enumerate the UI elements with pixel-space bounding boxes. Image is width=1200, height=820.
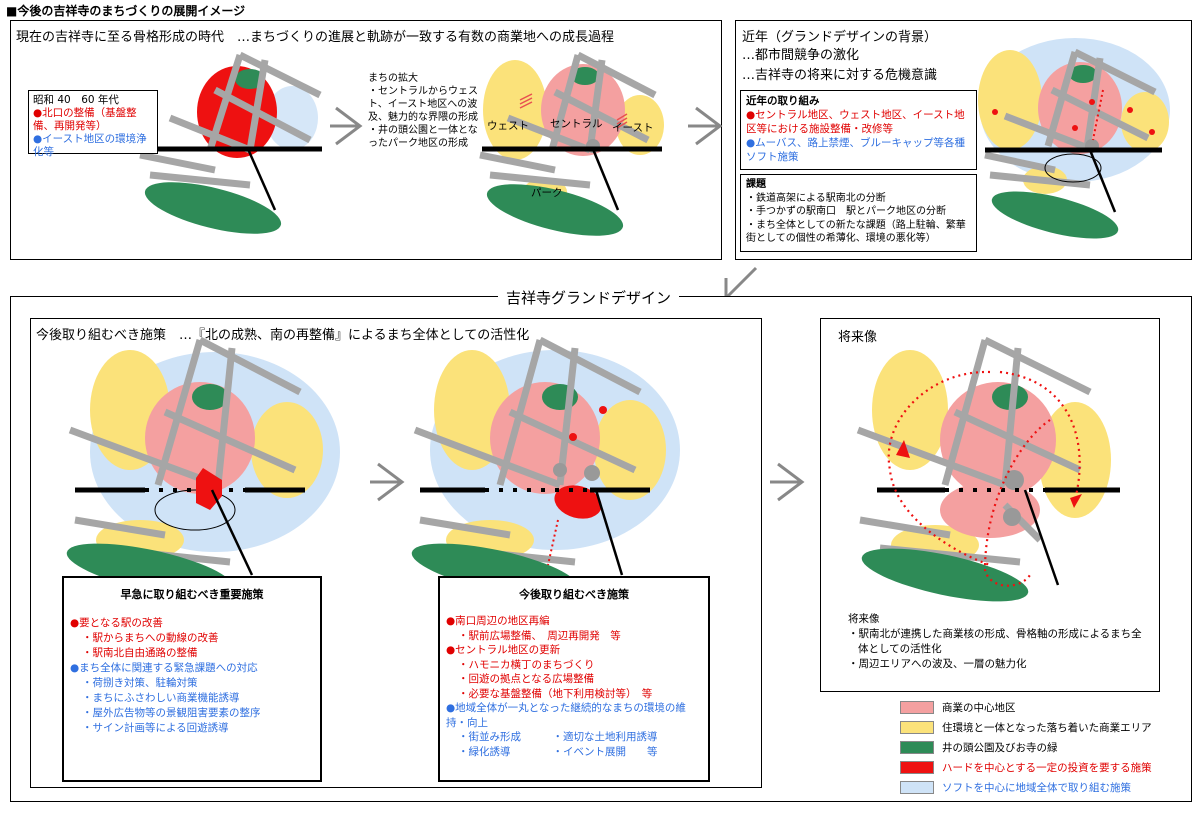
urgent-box: 早急に取り組むべき重要施策 ●要となる駅の改善・駅からまちへの動線の改善・駅南北… [62, 576, 322, 782]
urgent-list: ●要となる駅の改善・駅からまちへの動線の改善・駅南北自由通路の整備 ●まち全体に関… [64, 602, 320, 736]
future-measures-item: ・街並み形成 ・適切な土地利用誘導 [458, 731, 658, 743]
legend-label: 商業の中心地区 [942, 701, 1016, 714]
label-central: セントラル [550, 118, 603, 130]
label-east: イースト [612, 122, 654, 134]
future-measures-item: ・駅前広場整備、 周辺再開発 等 [458, 629, 621, 642]
urgent-item: ・荷捌き対策、駐輪対策 [82, 677, 198, 689]
recent-item-1: ●セントラル地区、ウェスト地区、イースト地区等における施設整備・改修等 [746, 109, 965, 135]
urgent-item: ●まち全体に関連する緊急課題への対応 [70, 662, 258, 674]
legend-label: ハードを中心とする一定の投資を要する施策 [942, 761, 1152, 774]
urgent-item: ・駅からまちへの動線の改善 [82, 632, 219, 644]
legend-label: 住環境と一体となった落ち着いた商業エリア [942, 721, 1152, 734]
measures-heading: 今後取り組むべき施策 …『北の成熟、南の再整備』によるまち全体としての活性化 [36, 328, 530, 343]
recent-lines: …都市間競争の激化 …吉祥寺の将来に対する危機意識 [742, 46, 937, 86]
label-west: ウェスト [487, 120, 529, 132]
urgent-title: 早急に取り組むべき重要施策 [120, 588, 264, 601]
future-measures-item: ・必要な基盤整備（地下利用検討等） 等 [458, 687, 653, 700]
legend-label: 井の頭公園及びお寺の緑 [942, 741, 1058, 754]
recent-box: 近年の取り組み ●セントラル地区、ウェスト地区、イースト地区等における施設整備・… [740, 90, 977, 170]
urgent-item: ・屋外広告物等の景観阻害要素の整序 [82, 707, 261, 719]
future-title: 将来像 [848, 613, 880, 625]
label-park: パーク [531, 187, 563, 199]
page-title: ■今後の吉祥寺のまちづくりの展開イメージ [6, 4, 246, 18]
urgent-item: ・サイン計画等による回遊誘導 [82, 722, 229, 734]
expansion-item-2: ・井の頭公園と一体となったパーク地区の形成 [368, 125, 478, 149]
urgent-item: ●要となる駅の改善 [70, 617, 163, 629]
future-text: 将来像 ・駅南北が連携した商業核の形成、骨格軸の形成によるまち全体としての活性化… [848, 612, 1148, 672]
recent-heading: 近年（グランドデザインの背景） [742, 30, 938, 45]
legend-item: 井の頭公園及びお寺の緑 [900, 740, 1058, 754]
future-measures-title: 今後取り組むべき施策 [519, 588, 629, 601]
issue-item-1: ・鉄道高架による駅南北の分断 [746, 192, 886, 204]
expansion-title: まちの拡大 [368, 73, 418, 84]
recent-line-1: …都市間競争の激化 [742, 48, 860, 63]
legend-swatch [900, 700, 934, 714]
recent-box-title: 近年の取り組み [746, 95, 820, 107]
legend-label: ソフトを中心に地域全体で取り組む施策 [942, 781, 1131, 794]
era-item-north: ●北口の整備（基盤整備、再開発等） [33, 107, 137, 132]
era-title: 昭和 40 60 年代 [33, 94, 119, 106]
future-measures-item: ●地域全体が一丸となった継続的なまちの環境の維持・向上 [446, 702, 686, 729]
legend-item: ハードを中心とする一定の投資を要する施策 [900, 760, 1152, 774]
urgent-item: ・駅南北自由通路の整備 [82, 647, 198, 659]
future-measures-item: ・ハモニカ横丁のまちづくり [458, 658, 595, 671]
recent-item-2: ●ムーバス、路上禁煙、ブルーキャップ等各種ソフト施策 [746, 137, 966, 163]
future-measures-box: 今後取り組むべき施策 ●南口周辺の地区再編・駅前広場整備、 周辺再開発 等 ●セン… [438, 576, 710, 782]
legend-swatch [900, 720, 934, 734]
future-measures-item: ・緑化誘導 ・イベント展開 等 [458, 745, 658, 758]
legend-swatch [900, 760, 934, 774]
expansion-text: まちの拡大 ・セントラルからウェスト、イースト地区への波及、魅力的な界隈の形成 … [368, 72, 478, 150]
issue-item-2: ・手つかずの駅南口 駅とパーク地区の分断 [746, 206, 946, 217]
issues-title: 課題 [746, 179, 766, 190]
legend-item: 住環境と一体となった落ち着いた商業エリア [900, 720, 1152, 734]
legend-swatch [900, 740, 934, 754]
legend-swatch [900, 780, 934, 794]
history-heading: 現在の吉祥寺に至る骨格形成の時代 …まちづくりの進展と軌跡が一致する有数の商業地… [16, 30, 615, 45]
grand-design-title: 吉祥寺グランドデザイン [498, 287, 680, 308]
recent-line-2: …吉祥寺の将来に対する危機意識 [742, 68, 938, 83]
issue-item-3: ・まち全体としての新たな課題（路上駐輪、繁華街としての個性の希薄化、環境の悪化等… [746, 219, 966, 245]
issues-box: 課題 ・鉄道高架による駅南北の分断 ・手つかずの駅南口 駅とパーク地区の分断 ・… [740, 174, 977, 252]
era-item-east: ●イースト地区の環境浄化等 [33, 133, 147, 158]
legend: 商業の中心地区住環境と一体となった落ち着いた商業エリア井の頭公園及びお寺の緑ハー… [900, 700, 1190, 800]
future-measures-item: ●セントラル地区の更新 [446, 644, 561, 656]
future-item-2: ・周辺エリアへの波及、一層の魅力化 [848, 658, 1027, 670]
legend-item: 商業の中心地区 [900, 700, 1016, 714]
future-item-1: ・駅南北が連携した商業核の形成、骨格軸の形成によるまち全体としての活性化 [848, 628, 1142, 655]
legend-item: ソフトを中心に地域全体で取り組む施策 [900, 780, 1131, 794]
future-measures-list: ●南口周辺の地区再編・駅前広場整備、 周辺再開発 等 ●セントラル地区の更新・ハモ… [440, 602, 708, 759]
future-measures-item: ●南口周辺の地区再編 [446, 615, 550, 627]
era-box: 昭和 40 60 年代 ●北口の整備（基盤整備、再開発等） ●イースト地区の環境… [28, 90, 158, 158]
expansion-item-1: ・セントラルからウェスト、イースト地区への波及、魅力的な界隈の形成 [368, 86, 478, 123]
urgent-item: ・まちにふさわしい商業機能誘導 [82, 692, 240, 704]
future-heading: 将来像 [838, 330, 878, 345]
future-measures-item: ・回遊の拠点となる広場整備 [458, 673, 595, 685]
